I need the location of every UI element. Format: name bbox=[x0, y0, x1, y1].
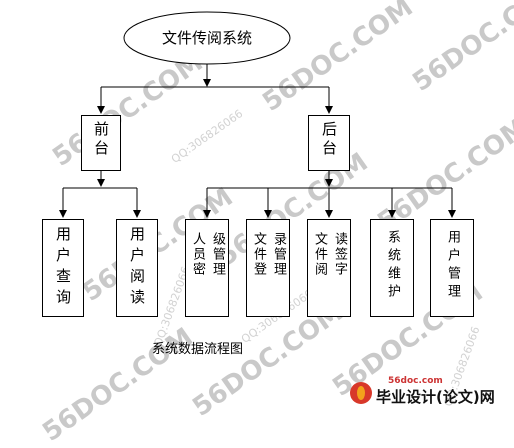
user-read-node bbox=[116, 219, 158, 317]
diagram-caption: 系统数据流程图 bbox=[152, 342, 244, 357]
back-node bbox=[308, 115, 350, 171]
user-read-label: 用户阅读 bbox=[128, 226, 146, 310]
flowchart-connectors bbox=[59, 11, 456, 218]
logo-title: 毕业设计(论文)网 bbox=[376, 388, 495, 406]
user-query-label: 用户查询 bbox=[54, 226, 72, 310]
front-node-label: 前台 bbox=[92, 121, 110, 159]
user-management-label: 用户管理 bbox=[445, 230, 460, 302]
file-login-node bbox=[246, 219, 290, 317]
personnel-clearance-node bbox=[185, 219, 229, 317]
file-login-label: 文件登录管理 bbox=[251, 231, 286, 277]
file-sign-label: 文件阅读签字 bbox=[312, 231, 347, 277]
system-maintenance-node bbox=[370, 219, 414, 317]
user-management-node bbox=[430, 219, 474, 317]
system-maintenance-label: 系统维护 bbox=[385, 230, 400, 302]
site-logo: 56doc.com 毕业设计(论文)网 bbox=[346, 376, 514, 408]
file-sign-node bbox=[307, 219, 351, 317]
personnel-clearance-label: 人员密级管理 bbox=[190, 231, 225, 277]
logo-domain: 56doc.com bbox=[388, 376, 443, 386]
front-node bbox=[81, 115, 121, 171]
root-node-label: 文件传阅系统 bbox=[161, 29, 252, 47]
back-node-label: 后台 bbox=[320, 121, 338, 159]
logo-mark-icon bbox=[350, 382, 372, 404]
user-query-node bbox=[42, 219, 84, 317]
